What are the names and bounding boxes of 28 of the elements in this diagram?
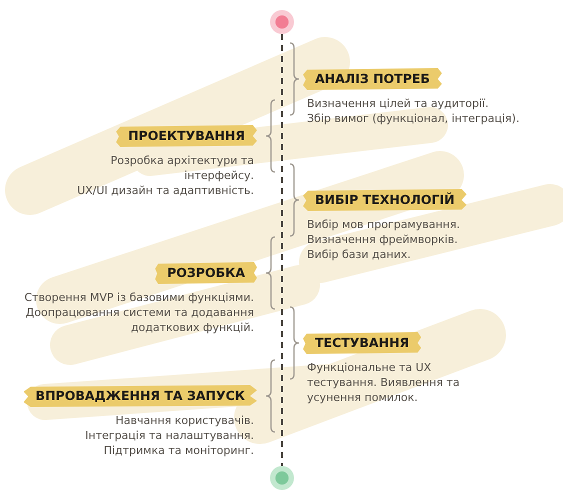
description-text: Збір вимог (функціонал, інтеграція).	[307, 111, 520, 126]
description-text: Інтеграція та налаштування.	[85, 428, 254, 443]
description-text: Навчання користувачів.	[114, 413, 254, 428]
description-text: Функціональне та UX тестування. Виявлення та усунення помилок.	[307, 360, 461, 405]
description-text: Визначення фреймворків.	[307, 232, 459, 247]
highlight-band	[303, 68, 442, 90]
description-text: Доопрацювання системи та додавання додаткових функцій.	[24, 305, 254, 335]
stage-title: ВИБІР ТЕХНОЛОГІЙ	[315, 193, 455, 207]
description-text: UX/UI дизайн та адаптивність.	[76, 183, 254, 198]
description-text: Вибір мов програмування.	[307, 217, 460, 232]
description-text: Визначення цілей та аудиторії.	[307, 96, 490, 111]
highlight-band	[24, 385, 257, 407]
timeline-line	[281, 34, 283, 466]
highlight-band	[303, 332, 422, 354]
description-text: Вибір бази даних.	[307, 247, 412, 262]
highlight-band	[155, 262, 257, 284]
start-dot	[270, 10, 294, 34]
description-text: Підтримка та моніторинг.	[102, 443, 254, 458]
description-text: Створення MVP із базовими функціями.	[23, 290, 254, 305]
stage-title: ТЕСТУВАННЯ	[315, 336, 410, 350]
description-text: Розробка архітектури та інтерфейсу.	[110, 153, 254, 183]
stage-title: РОЗРОБКА	[167, 266, 245, 280]
stage-title: АНАЛІЗ ПОТРЕБ	[315, 72, 430, 86]
highlight-band	[116, 125, 257, 147]
stage-title: ВПРОВАДЖЕННЯ ТА ЗАПУСК	[36, 389, 245, 403]
end-dot	[270, 466, 294, 490]
stage-title: ПРОЕКТУВАННЯ	[128, 129, 245, 143]
highlight-band	[303, 189, 467, 211]
